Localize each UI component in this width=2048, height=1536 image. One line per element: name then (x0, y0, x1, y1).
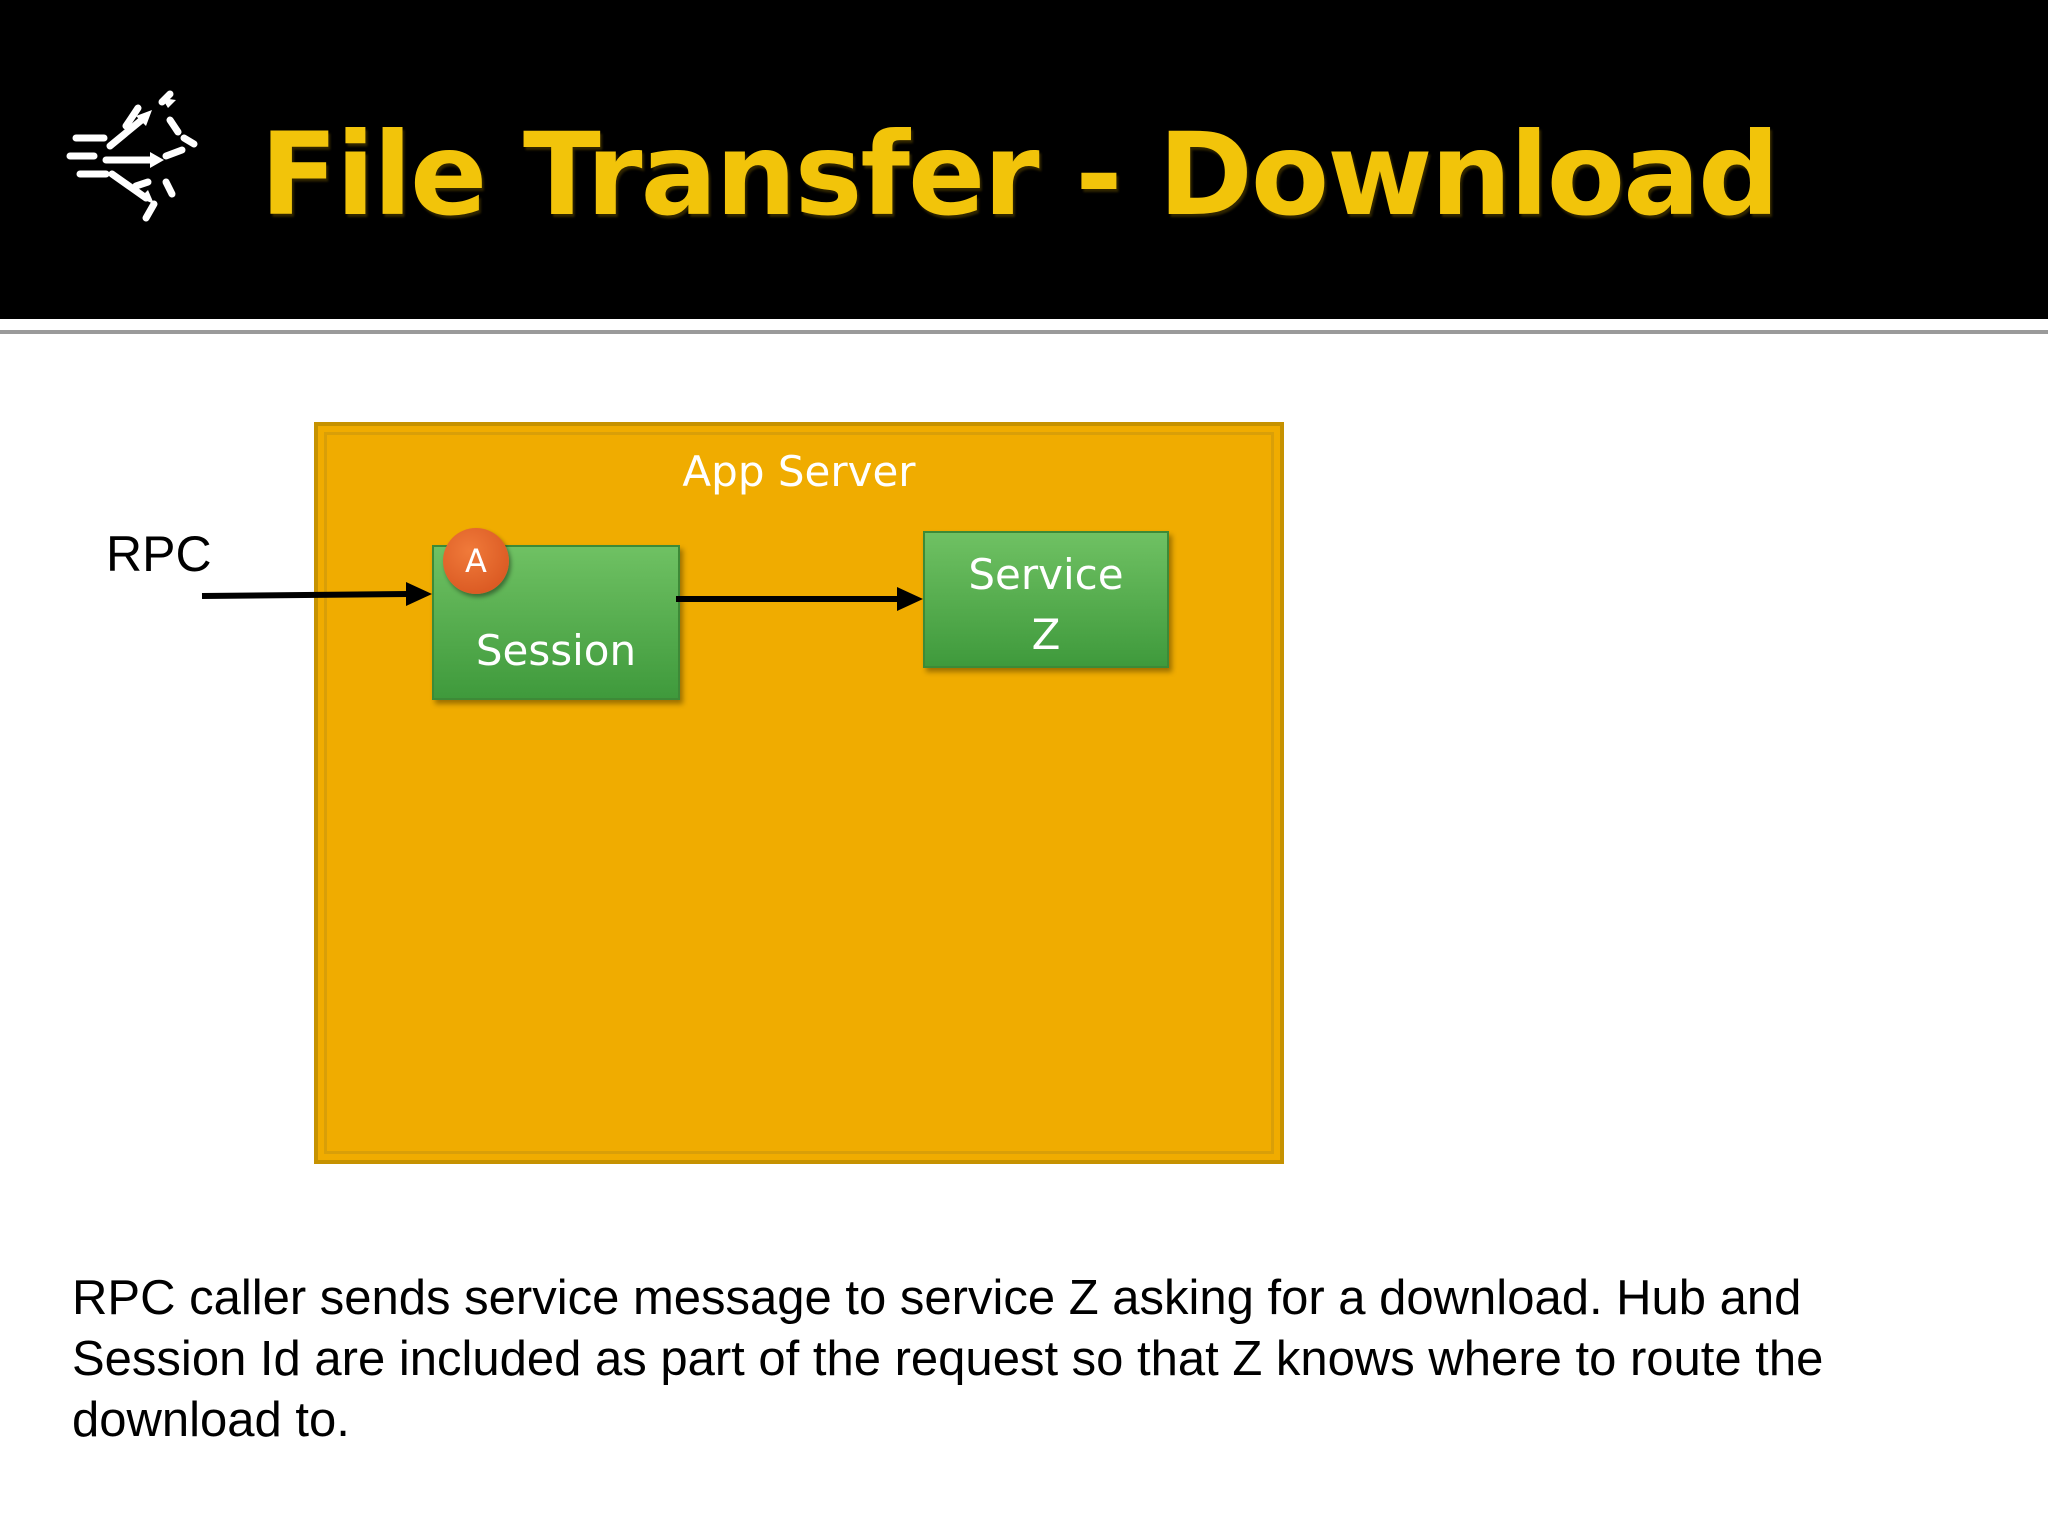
step-badge-a: A (443, 528, 509, 594)
slide-caption: RPC caller sends service message to serv… (72, 1271, 1824, 1447)
service-z-label: Service Z (925, 545, 1167, 665)
service-label-line1: Service (968, 550, 1124, 599)
scattered-arrows-icon (66, 90, 198, 222)
session-label: Session (475, 626, 637, 675)
service-label-line2: Z (1031, 610, 1061, 659)
app-server-label: App Server (682, 447, 916, 496)
service-z-node: Service Z (923, 531, 1169, 668)
slide-title: File Transfer - Download (260, 108, 1780, 241)
app-server-inner-border (324, 432, 1274, 1154)
title-divider (0, 330, 2048, 334)
rpc-label: RPC (106, 526, 212, 582)
title-bar: File Transfer - Download (0, 0, 2048, 319)
session-node: Session (432, 545, 680, 700)
